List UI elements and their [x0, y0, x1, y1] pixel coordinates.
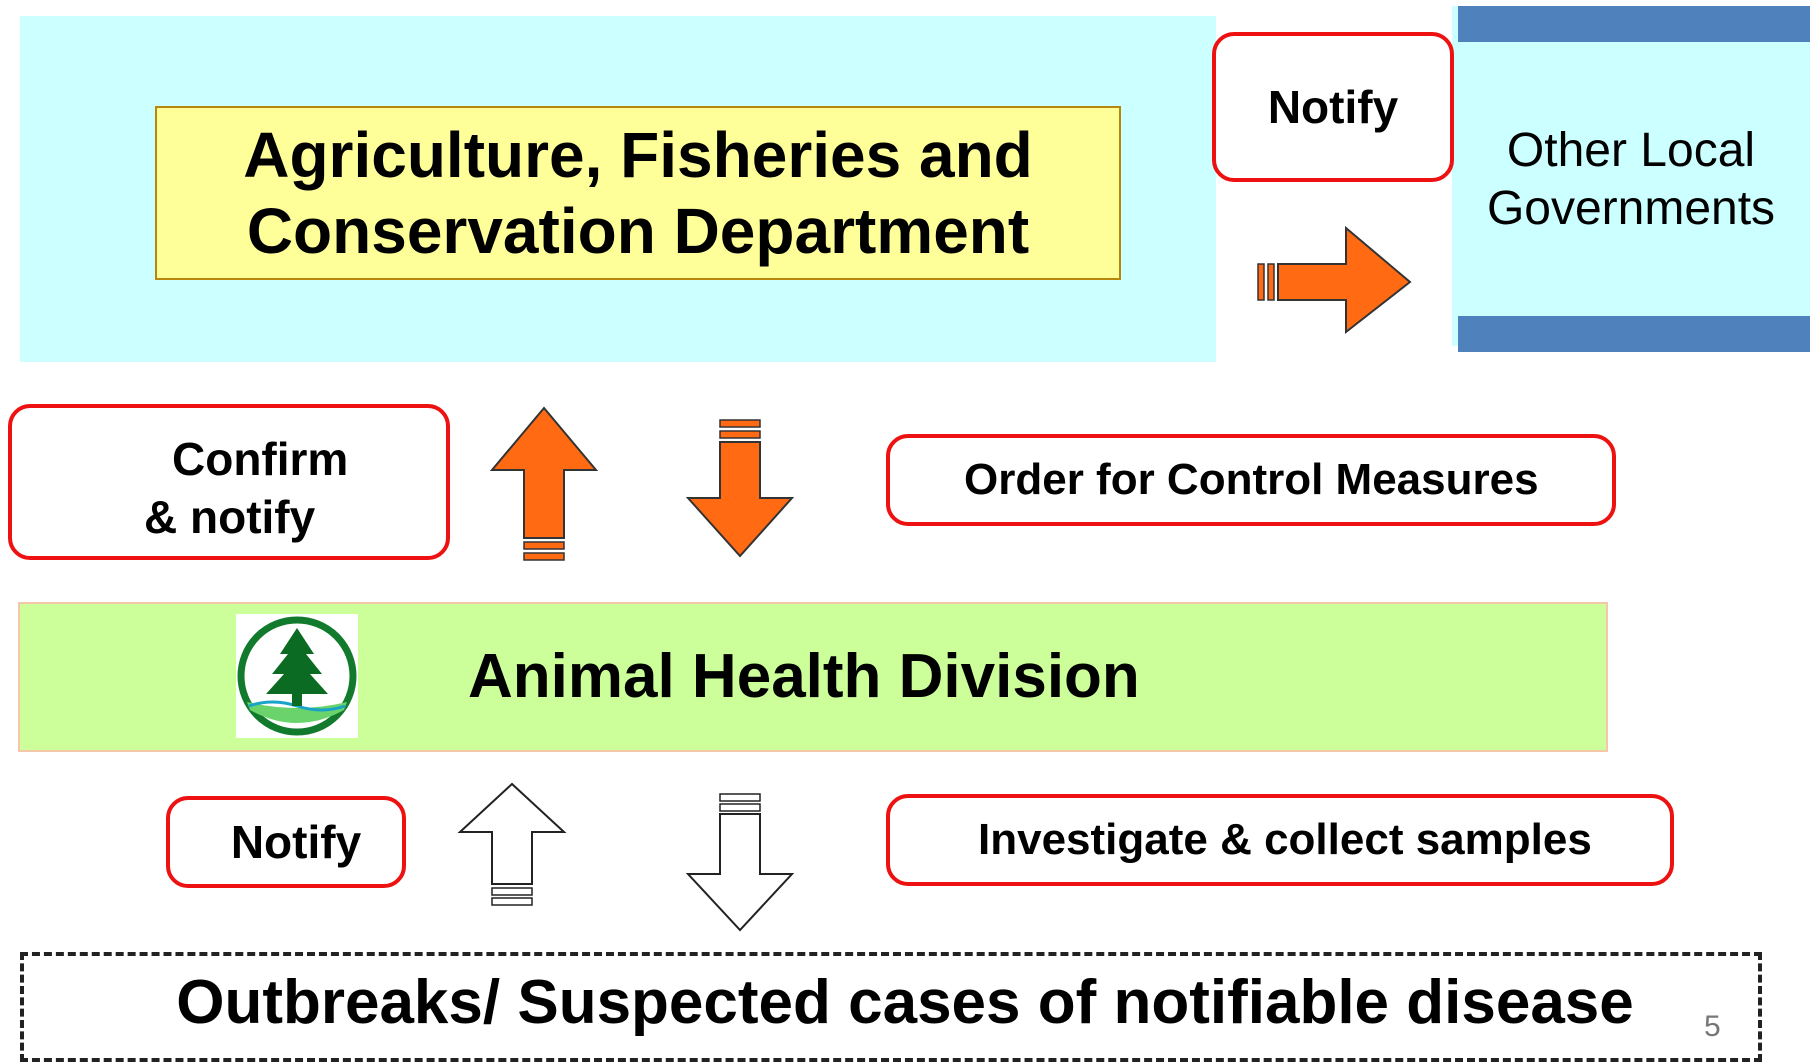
notify-bottom-label-box: Notify: [166, 796, 406, 888]
notify-bottom-label: Notify: [230, 816, 362, 868]
other-governments-label: Other Local Governments: [1452, 122, 1810, 238]
notify-top-label: Notify: [1267, 81, 1399, 133]
up-arrow-outline-icon: [457, 782, 567, 906]
department-title-line2: Conservation Department: [246, 195, 1030, 267]
order-control-label-box: Order for Control Measures: [886, 434, 1616, 526]
investigate-label: Investigate & collect samples: [978, 815, 1592, 864]
outbreaks-label: Outbreaks/ Suspected cases of notifiable…: [176, 968, 1634, 1037]
other-governments-bottom-bar: [1458, 316, 1810, 352]
confirm-line2: & notify: [144, 491, 316, 543]
animal-health-division-title: Animal Health Division: [468, 642, 1140, 711]
other-governments-line1: Other Local: [1506, 124, 1756, 177]
confirm-line1: Confirm: [172, 433, 349, 485]
tree-logo-icon: [236, 614, 358, 738]
other-governments-top-bar: [1458, 6, 1810, 42]
confirm-notify-label-box: Confirm & notify: [8, 404, 450, 560]
department-box: Agriculture, Fisheries and Conservation …: [155, 106, 1121, 280]
investigate-label-box: Investigate & collect samples: [886, 794, 1674, 886]
department-title-line1: Agriculture, Fisheries and: [243, 119, 1033, 191]
down-arrow-icon: [685, 419, 795, 558]
up-arrow-icon: [489, 406, 599, 561]
page-number: 5: [1704, 1010, 1721, 1043]
other-governments-line2: Governments: [1486, 182, 1776, 235]
notify-top-label-box: Notify: [1212, 32, 1454, 182]
order-control-label: Order for Control Measures: [964, 455, 1539, 504]
other-governments-panel: [1452, 6, 1810, 346]
down-arrow-outline-icon: [685, 793, 795, 932]
right-arrow-icon: [1257, 225, 1412, 335]
